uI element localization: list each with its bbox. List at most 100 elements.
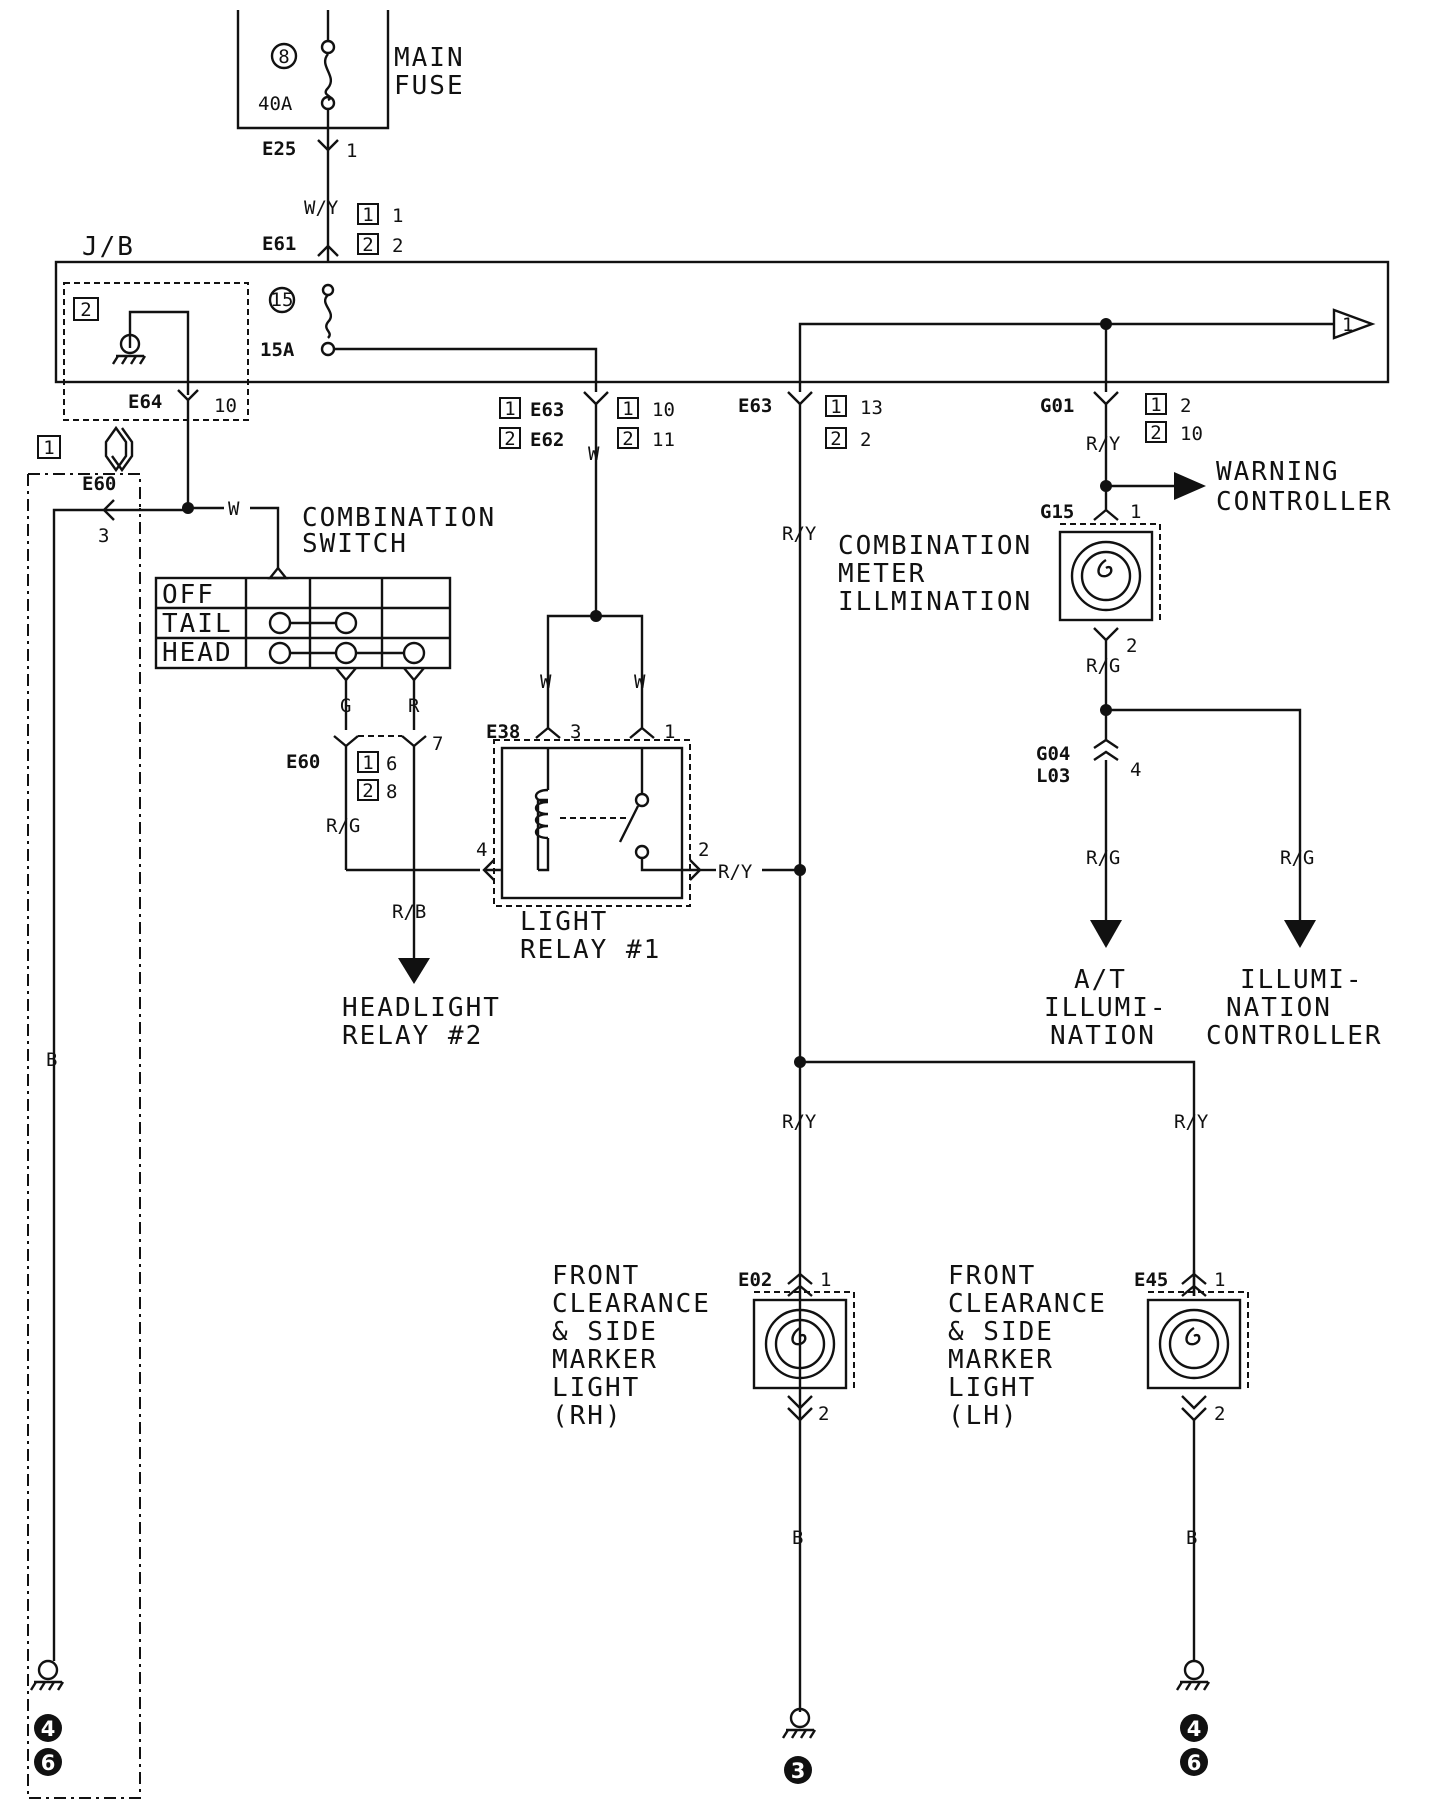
svg-text:4: 4 bbox=[1187, 1717, 1202, 1741]
combination-switch: W COMBINATION SWITCH OFF TAIL HEAD G R bbox=[154, 498, 496, 730]
svg-text:11: 11 bbox=[652, 429, 675, 451]
svg-text:E62: E62 bbox=[530, 429, 564, 451]
svg-text:1: 1 bbox=[1214, 1269, 1225, 1291]
svg-text:E61: E61 bbox=[262, 233, 296, 255]
svg-text:10: 10 bbox=[1180, 423, 1203, 445]
svg-text:2: 2 bbox=[1150, 422, 1161, 444]
svg-text:E02: E02 bbox=[738, 1269, 772, 1291]
svg-text:1: 1 bbox=[346, 140, 357, 162]
svg-text:1: 1 bbox=[362, 752, 373, 774]
svg-text:G: G bbox=[340, 695, 351, 717]
svg-text:2: 2 bbox=[80, 299, 91, 321]
offpage-ref: 1 bbox=[1342, 314, 1353, 336]
svg-text:E60: E60 bbox=[82, 473, 116, 495]
svg-text:E63: E63 bbox=[738, 395, 772, 417]
connector-e25: E25 1 bbox=[262, 132, 357, 262]
svg-text:COMBINATION: COMBINATION bbox=[302, 503, 496, 533]
svg-text:R: R bbox=[408, 695, 420, 717]
svg-text:SWITCH: SWITCH bbox=[302, 529, 408, 559]
svg-text:G15: G15 bbox=[1040, 501, 1074, 523]
svg-text:3: 3 bbox=[98, 525, 109, 547]
ground-right: 4 6 bbox=[1175, 1659, 1211, 1776]
svg-text:ILLUMI-: ILLUMI- bbox=[1240, 965, 1364, 995]
svg-text:R/G: R/G bbox=[326, 815, 360, 837]
svg-text:R/G: R/G bbox=[1086, 847, 1120, 869]
svg-text:A/T: A/T bbox=[1074, 965, 1127, 995]
svg-text:ILLUMI-: ILLUMI- bbox=[1044, 993, 1168, 1023]
fuse-15: 15 15A bbox=[260, 283, 598, 392]
svg-text:LIGHT: LIGHT bbox=[552, 1373, 640, 1403]
svg-text:10: 10 bbox=[652, 399, 675, 421]
svg-text:1: 1 bbox=[362, 204, 373, 226]
svg-text:1: 1 bbox=[820, 1269, 831, 1291]
main-fuse-number: 8 bbox=[278, 46, 289, 68]
svg-text:COMBINATION: COMBINATION bbox=[838, 531, 1032, 561]
front-clearance-lh: FRONT CLEARANCE & SIDE MARKER LIGHT (LH)… bbox=[948, 1261, 1249, 1660]
svg-text:E63: E63 bbox=[530, 399, 564, 421]
svg-text:RELAY #2: RELAY #2 bbox=[342, 1021, 483, 1051]
svg-text:R/G: R/G bbox=[1086, 655, 1120, 677]
svg-text:E25: E25 bbox=[262, 138, 296, 160]
connector-e63-e62: 1 E63 2 E62 1 10 2 11 W bbox=[499, 391, 675, 616]
svg-text:2: 2 bbox=[860, 429, 871, 451]
main-fuse-label-2: FUSE bbox=[394, 71, 465, 101]
junction-block: J/B 2 bbox=[54, 232, 1390, 421]
svg-text:CLEARANCE: CLEARANCE bbox=[948, 1289, 1107, 1319]
svg-text:MARKER: MARKER bbox=[948, 1345, 1054, 1375]
svg-text:6: 6 bbox=[41, 1751, 56, 1775]
svg-text:(RH): (RH) bbox=[552, 1401, 623, 1431]
svg-text:HEADLIGHT: HEADLIGHT bbox=[342, 993, 501, 1023]
svg-text:15A: 15A bbox=[260, 339, 295, 361]
svg-text:15: 15 bbox=[271, 289, 294, 311]
svg-text:2: 2 bbox=[1180, 395, 1191, 417]
svg-text:L03: L03 bbox=[1036, 765, 1070, 787]
headlight-relay-2-link: R/B HEADLIGHT RELAY #2 bbox=[342, 901, 501, 1051]
svg-text:G04: G04 bbox=[1036, 743, 1070, 765]
wire-label-wy: W/Y bbox=[304, 197, 339, 219]
svg-text:NATION: NATION bbox=[1050, 1021, 1156, 1051]
main-fuse-rating: 40A bbox=[258, 93, 293, 115]
svg-text:4: 4 bbox=[41, 1717, 56, 1741]
svg-text:R/B: R/B bbox=[392, 901, 426, 923]
light-relay-1: W W E38 3 1 4 2 LIGHT RELAY #1 bbox=[476, 610, 709, 965]
svg-text:2: 2 bbox=[622, 428, 633, 450]
svg-text:1: 1 bbox=[392, 205, 403, 227]
svg-text:2: 2 bbox=[818, 1403, 829, 1425]
ground-left: 4 6 bbox=[29, 1659, 65, 1776]
svg-text:B: B bbox=[792, 1527, 803, 1549]
svg-text:4: 4 bbox=[1130, 759, 1141, 781]
svg-text:R/G: R/G bbox=[1280, 847, 1314, 869]
svg-text:R/Y: R/Y bbox=[782, 1111, 817, 1133]
left-ground-circuit: E60 3 B bbox=[27, 473, 188, 1799]
switch-row-tail: TAIL bbox=[162, 609, 233, 639]
double-arrow bbox=[104, 425, 134, 473]
svg-text:2: 2 bbox=[1126, 635, 1137, 657]
svg-text:NATION: NATION bbox=[1226, 993, 1332, 1023]
switch-row-head: HEAD bbox=[162, 638, 233, 668]
connector-e64: E64 10 bbox=[128, 389, 237, 508]
svg-text:8: 8 bbox=[386, 781, 397, 803]
svg-text:10: 10 bbox=[214, 395, 237, 417]
ry-trunk: 1 E63 1 13 2 2 R/Y R/Y R/Y bbox=[738, 308, 1376, 1712]
svg-text:LIGHT: LIGHT bbox=[948, 1373, 1036, 1403]
meter-illumination-circuit: G01 1 2 2 10 R/Y WARNING CONTROLLER G15 … bbox=[838, 318, 1391, 1051]
svg-text:W: W bbox=[588, 443, 600, 465]
svg-text:4: 4 bbox=[476, 839, 487, 861]
svg-text:& SIDE: & SIDE bbox=[948, 1317, 1054, 1347]
ground-mid: 3 bbox=[781, 1707, 817, 1784]
main-fuse-block: 8 40A MAIN FUSE bbox=[236, 10, 465, 132]
svg-text:E38: E38 bbox=[486, 721, 520, 743]
svg-text:R/Y: R/Y bbox=[1086, 433, 1121, 455]
svg-text:(LH): (LH) bbox=[948, 1401, 1019, 1431]
svg-text:RELAY #1: RELAY #1 bbox=[520, 935, 661, 965]
svg-text:1: 1 bbox=[1130, 501, 1141, 523]
svg-text:MARKER: MARKER bbox=[552, 1345, 658, 1375]
svg-text:2: 2 bbox=[362, 234, 373, 256]
svg-text:CONTROLLER: CONTROLLER bbox=[1206, 1021, 1383, 1051]
svg-text:1: 1 bbox=[830, 396, 841, 418]
svg-text:13: 13 bbox=[860, 397, 883, 419]
svg-text:W: W bbox=[540, 671, 552, 693]
svg-text:2: 2 bbox=[830, 428, 841, 450]
svg-text:E64: E64 bbox=[128, 391, 162, 413]
